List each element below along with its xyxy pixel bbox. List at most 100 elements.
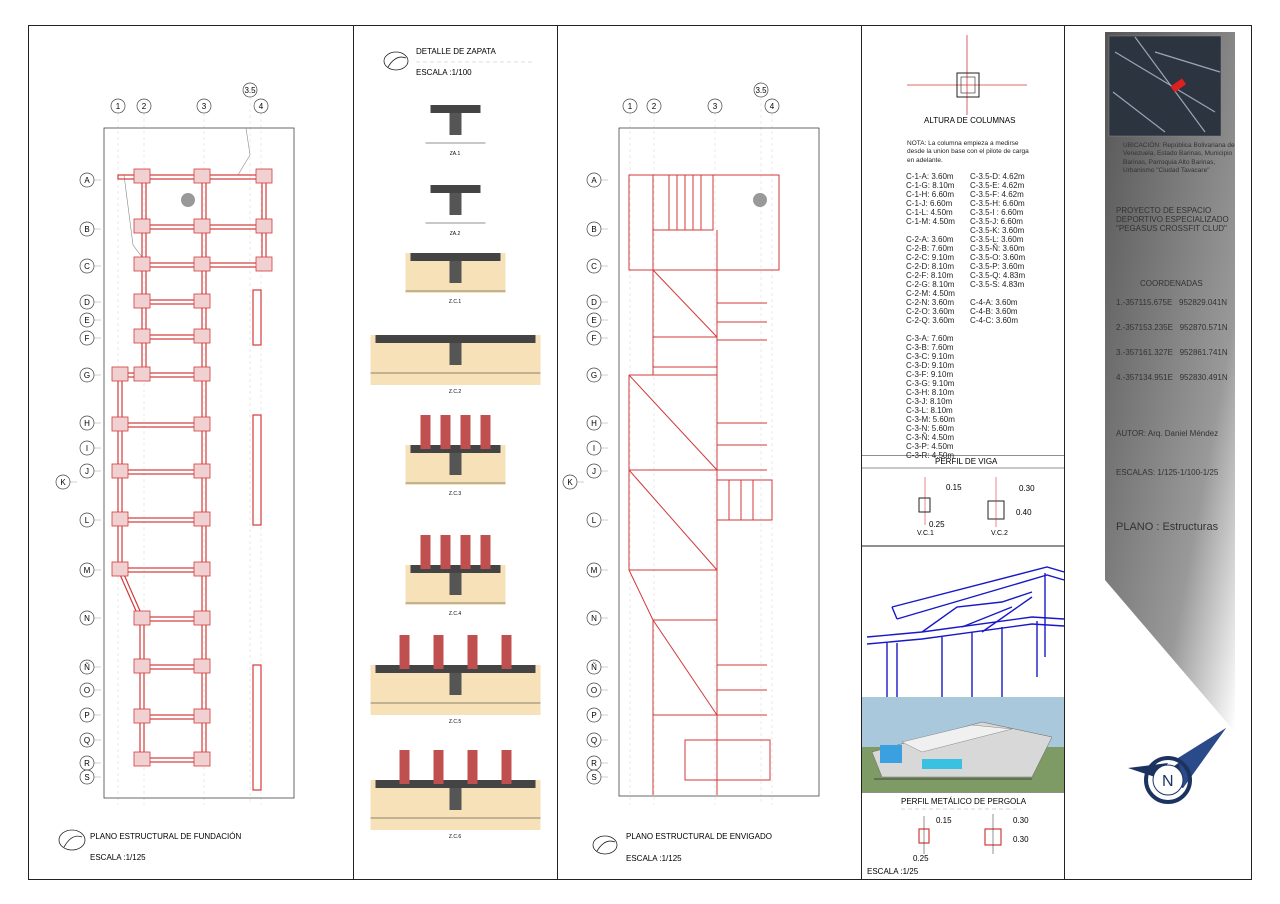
footing [255,256,273,272]
footing [111,366,129,382]
axis-bubble-K: K [55,474,71,490]
coordinate-item: 1.-357115.675E 952829.041N [1116,298,1228,307]
svg-text:Q: Q [84,736,90,745]
svg-text:0.30: 0.30 [1013,816,1029,825]
plano-title: PLANO : Estructuras [1116,521,1219,533]
column-height-item: C-2-N: 3.60m [906,298,955,307]
axis-bubble-B: B [586,221,602,237]
zapata-detail-1: ZA.1 [425,105,486,157]
axis-bubble-R: R [586,755,602,771]
zapata-detail-2: ZA.2 [425,185,486,237]
pergola-title: PERFIL METÁLICO DE PERGOLA [901,797,1027,806]
column-height-item: C-1-M: 4.50m [906,217,955,226]
column-height-item: C-3.5-F: 4.62m [970,190,1024,199]
axis-bubble-R: R [79,755,95,771]
axis-bubble-K: K [562,474,578,490]
footing [193,463,211,479]
column-height-item [906,226,955,235]
footing [133,168,151,184]
axis-bubble-3: 3 [196,98,212,114]
footing [133,328,151,344]
column-height-item: C-2-C: 9.10m [906,253,955,262]
envigado-title: PLANO ESTRUCTURAL DE ENVIGADO [626,832,772,841]
axis-bubble-J: J [79,463,95,479]
column-height-item: C-4-A: 3.60m [970,298,1018,307]
svg-text:C: C [591,262,597,271]
column-height-item: C-1-L: 4.50m [906,208,953,217]
axis-bubble-Q: Q [586,732,602,748]
column-height-item: C-1-H: 6.60m [906,190,955,199]
footing [193,256,211,272]
column-height-item: C-3.5-D: 4.62m [970,172,1025,181]
svg-text:Q: Q [591,736,597,745]
svg-text:3: 3 [202,102,207,111]
svg-text:K: K [60,478,66,487]
svg-text:0.25: 0.25 [913,854,929,863]
axis-bubble-J: J [586,463,602,479]
svg-text:Z.C.5: Z.C.5 [449,719,461,725]
svg-text:4: 4 [770,102,775,111]
svg-text:M: M [591,566,598,575]
svg-text:R: R [591,759,597,768]
svg-text:R: R [84,759,90,768]
column-height-item: C-3.5-K: 3.60m [970,226,1025,235]
axis-bubble-3: 3 [707,98,723,114]
svg-text:Ñ: Ñ [591,663,597,672]
axis-bubble-1: 1 [622,98,638,114]
svg-text:D: D [591,298,597,307]
footing [111,463,129,479]
axis-bubble-4: 4 [253,98,269,114]
axis-bubble-H: H [79,415,95,431]
column-height-item: C-3.5-I : 6.60m [970,208,1024,217]
svg-text:ZA.2: ZA.2 [450,231,461,237]
column-height-item: C-1-J: 6.60m [906,199,953,208]
author-text: AUTOR: Arq. Daniel Méndez [1116,429,1219,438]
svg-text:Ñ: Ñ [84,663,90,672]
axis-bubble-G: G [586,367,602,383]
svg-text:S: S [591,773,596,782]
column-height-item: C-3-M: 5.60m [906,415,955,424]
column-height-item [906,325,955,334]
svg-text:P: P [84,711,89,720]
footing [193,293,211,309]
svg-text:F: F [592,334,597,343]
zapata-detail-3: Z.C.1 [405,253,506,305]
footing [193,218,211,234]
column-height-item: C-3.5-E: 4.62m [970,181,1025,190]
axis-bubble-C: C [79,258,95,274]
axis-bubble-F: F [79,330,95,346]
svg-text:G: G [591,371,597,380]
column-height-item: C-3.5-P: 3.60m [970,262,1025,271]
axis-bubble-P: P [586,707,602,723]
footing [133,610,151,626]
footing [133,366,151,382]
svg-text:P: P [591,711,596,720]
axis-bubble-1: 1 [110,98,126,114]
svg-text:0.15: 0.15 [946,483,962,492]
svg-text:Z.C.1: Z.C.1 [449,299,461,305]
svg-text:1: 1 [116,102,121,111]
svg-text:N: N [84,614,90,623]
zapata-details: DETALLE DE ZAPATA ESCALA :1/100 ZA.1ZA.2… [370,47,541,840]
envigado-scale: ESCALA :1/125 [626,854,682,863]
column-height-item: C-1-G: 8.10m [906,181,955,190]
footing [133,751,151,767]
svg-text:M: M [84,566,91,575]
footing [193,168,211,184]
svg-text:L: L [85,516,90,525]
titleblock-graphics [1105,32,1235,732]
axis-bubble-4: 4 [764,98,780,114]
svg-text:0.25: 0.25 [929,520,945,529]
structure-3d-wireframe [866,566,1064,697]
svg-text:2: 2 [652,102,657,111]
svg-text:3.5: 3.5 [755,86,767,95]
svg-text:G: G [84,371,90,380]
columns-panel [861,25,1065,880]
svg-text:H: H [591,419,597,428]
svg-text:O: O [84,686,90,695]
axis-bubble-B: B [79,221,95,237]
svg-text:2: 2 [142,102,147,111]
footing [193,366,211,382]
